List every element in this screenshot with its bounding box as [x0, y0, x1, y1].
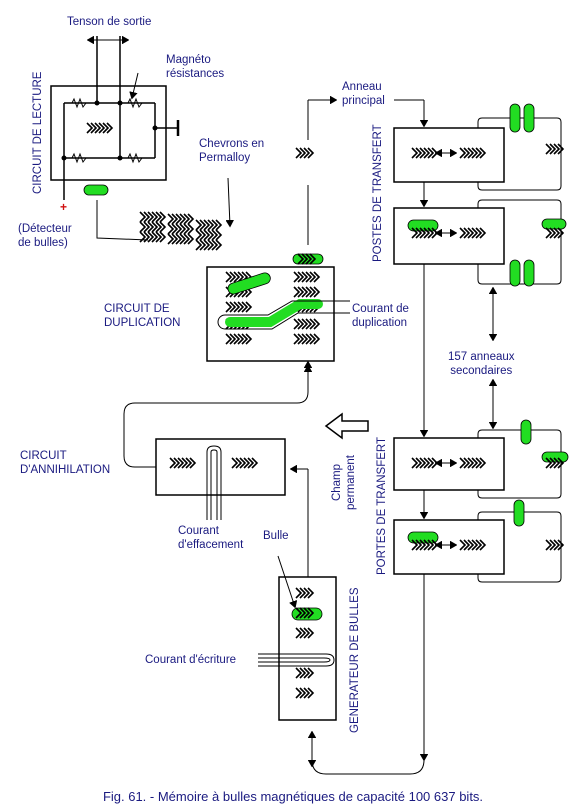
secondary-rings-label: 157 anneaux secondaires — [448, 351, 515, 377]
magneto-text: Magnéto résistances — [166, 54, 225, 80]
main-ring-right — [424, 264, 493, 436]
transfer-posts-label: POSTES DE TRANSFERT — [372, 124, 384, 262]
transfer-gate-1 — [393, 419, 569, 499]
permanent-field-label: Champ permanent — [331, 455, 357, 510]
chevrons-label: Chevrons en Permalloy — [199, 138, 265, 164]
bubble-generator-label: GENERATEUR DE BULLES — [349, 587, 361, 734]
duplication-current-lines — [334, 300, 350, 314]
annihilation-circuit — [123, 366, 308, 520]
transfer-gate-2 — [393, 490, 563, 583]
output-voltage-label: Tenson de sortie — [67, 16, 152, 28]
main-ring-path — [296, 100, 424, 245]
bubble-detector-label: (Détecteur de bulles) — [18, 223, 72, 249]
erase-current-label: Courant d'effacement — [178, 525, 244, 551]
transfer-gates-label: PORTES DE TRANSFERT — [376, 436, 388, 575]
bottom-loop — [312, 574, 424, 775]
read-circuit — [50, 36, 180, 200]
magneto-label: Magnéto résistances — [166, 53, 224, 81]
detector-path — [83, 177, 230, 250]
main-ring-label: Anneau principal — [342, 81, 385, 107]
bubble-generator — [258, 469, 337, 721]
write-current-label: Courant d'écriture — [145, 654, 237, 666]
permanent-field-arrow — [324, 412, 369, 440]
duplication-circuit — [206, 253, 345, 380]
transfer-post-1 — [393, 103, 563, 191]
bubble-label: Bulle — [263, 530, 289, 542]
duplication-current-label: Courant de duplication — [352, 303, 409, 329]
annihilation-circuit-label: CIRCUIT D'ANNIHILATION — [20, 450, 111, 476]
read-circuit-label: CIRCUIT DE LECTURE — [32, 71, 44, 194]
plus-sign: + — [60, 200, 68, 214]
duplication-circuit-label: CIRCUIT DE DUPLICATION — [104, 303, 181, 329]
transfer-post-2 — [393, 182, 567, 287]
figure-caption: Fig. 61. - Mémoire à bulles magnétiques … — [102, 789, 484, 804]
